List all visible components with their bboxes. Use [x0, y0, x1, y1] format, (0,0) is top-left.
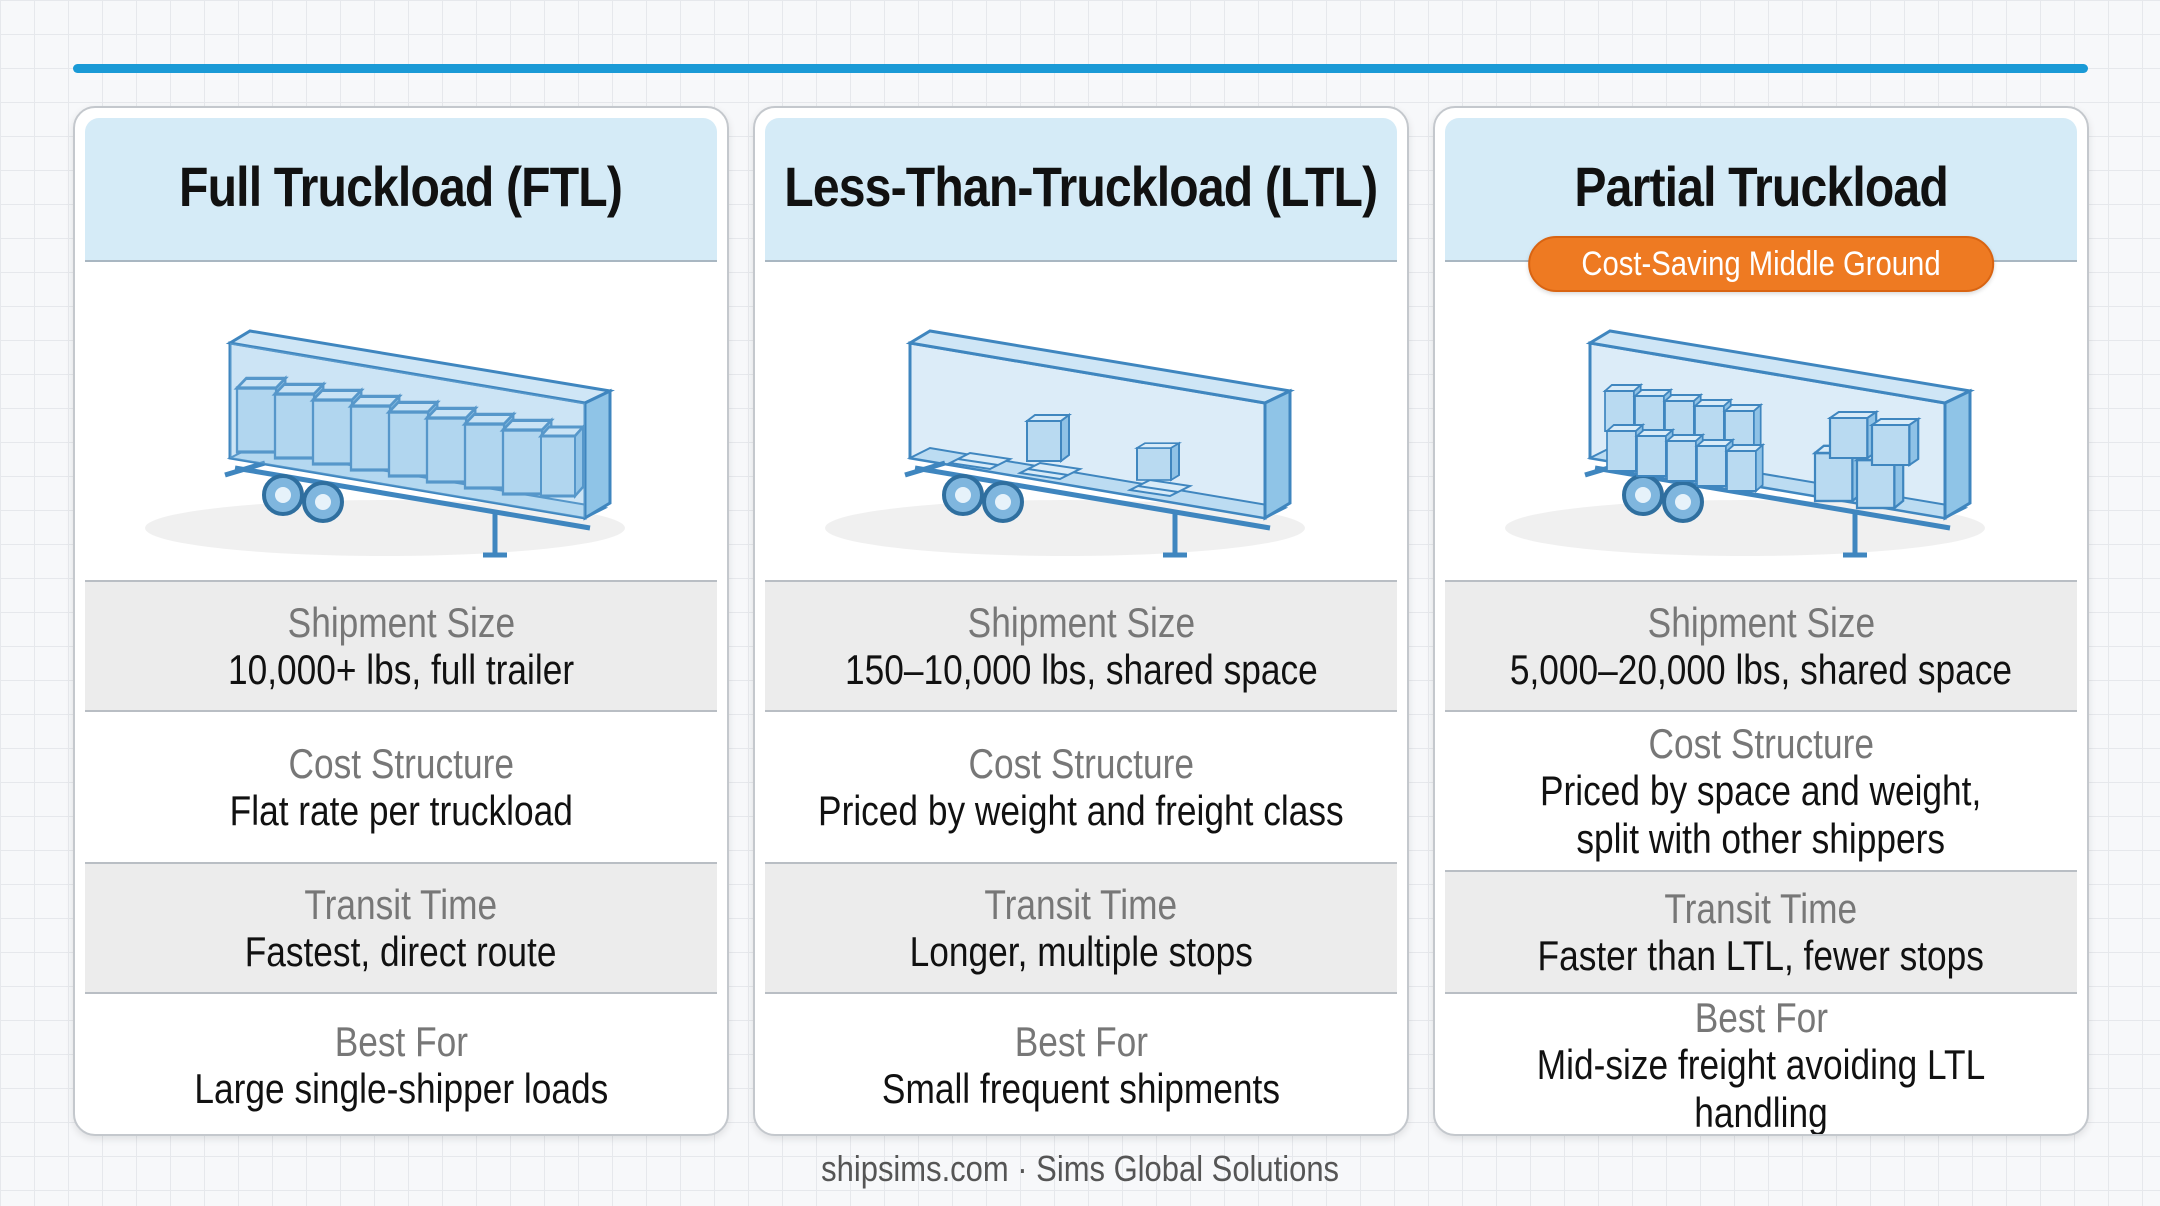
row-label: Cost Structure [1648, 720, 1874, 768]
row-label: Shipment Size [967, 598, 1195, 646]
row-value: Mid-size freight avoiding LTL handling [1536, 1041, 1986, 1136]
row-value: 5,000–20,000 lbs, shared space [1509, 646, 2013, 693]
shipment-size-row: Shipment Size 150–10,000 lbs, shared spa… [765, 580, 1397, 710]
row-label: Transit Time [984, 880, 1178, 928]
row-label: Transit Time [304, 880, 498, 928]
row-label: Shipment Size [287, 598, 515, 646]
cost-structure-row: Cost Structure Flat rate per truckload [85, 710, 717, 862]
row-value: Longer, multiple stops [909, 928, 1253, 975]
transit-time-row: Transit Time Longer, multiple stops [765, 862, 1397, 992]
ltl-trailer-illustration [765, 273, 1397, 583]
row-value: 150–10,000 lbs, shared space [844, 646, 1318, 693]
best-for-row: Best For Mid-size freight avoiding LTL h… [1445, 992, 2077, 1136]
cost-structure-row: Cost Structure Priced by weight and frei… [765, 710, 1397, 862]
row-label: Transit Time [1664, 884, 1858, 932]
card-header: Less-Than-Truckload (LTL) [765, 118, 1397, 262]
row-label: Best For [1014, 1017, 1148, 1065]
shipment-size-row: Shipment Size 5,000–20,000 lbs, shared s… [1445, 580, 2077, 710]
trailer-icon [85, 273, 717, 583]
transit-time-row: Transit Time Fastest, direct route [85, 862, 717, 992]
row-value: 10,000+ lbs, full trailer [227, 646, 575, 693]
row-value: Flat rate per truckload [229, 787, 573, 834]
badge-label: Cost-Saving Middle Ground [1581, 244, 1941, 283]
row-value: Priced by weight and freight class [818, 787, 1344, 834]
row-value: Small frequent shipments [881, 1065, 1281, 1112]
card-header: Full Truckload (FTL) [85, 118, 717, 262]
ftl-card: Full Truckload (FTL) Shipment Size 10,00… [73, 106, 729, 1136]
partial-truckload-card: Partial Truckload Cost-Saving Mi [1433, 106, 2089, 1136]
row-label: Best For [334, 1017, 468, 1065]
best-for-row: Best For Large single-shipper loads [85, 992, 717, 1134]
ltl-card: Less-Than-Truckload (LTL) Shipment Size … [753, 106, 1409, 1136]
shipment-size-row: Shipment Size 10,000+ lbs, full trailer [85, 580, 717, 710]
transit-time-row: Transit Time Faster than LTL, fewer stop… [1445, 870, 2077, 992]
full-trailer-illustration [85, 273, 717, 583]
partial-trailer-illustration [1445, 273, 2077, 583]
row-value: Priced by space and weight, split with o… [1540, 767, 1982, 862]
row-label: Shipment Size [1647, 598, 1875, 646]
card-title: Full Truckload (FTL) [179, 154, 624, 218]
card-title: Less-Than-Truckload (LTL) [784, 154, 1379, 218]
row-label: Cost Structure [968, 739, 1194, 787]
footer-text: shipsims.com · Sims Global Solutions [821, 1148, 1339, 1189]
row-label: Cost Structure [288, 739, 514, 787]
card-title: Partial Truckload [1574, 154, 1948, 218]
trailer-icon [765, 273, 1397, 583]
cost-structure-row: Cost Structure Priced by space and weigh… [1445, 710, 2077, 870]
top-accent-rule [73, 64, 2088, 73]
cost-saving-badge: Cost-Saving Middle Ground [1528, 236, 1994, 292]
best-for-row: Best For Small frequent shipments [765, 992, 1397, 1134]
row-value: Faster than LTL, fewer stops [1537, 932, 1985, 979]
row-value: Large single-shipper loads [194, 1065, 608, 1112]
row-value: Fastest, direct route [245, 928, 557, 975]
trailer-icon [1445, 273, 2077, 583]
footer-credit: shipsims.com · Sims Global Solutions [0, 1148, 2160, 1190]
row-label: Best For [1694, 994, 1828, 1042]
